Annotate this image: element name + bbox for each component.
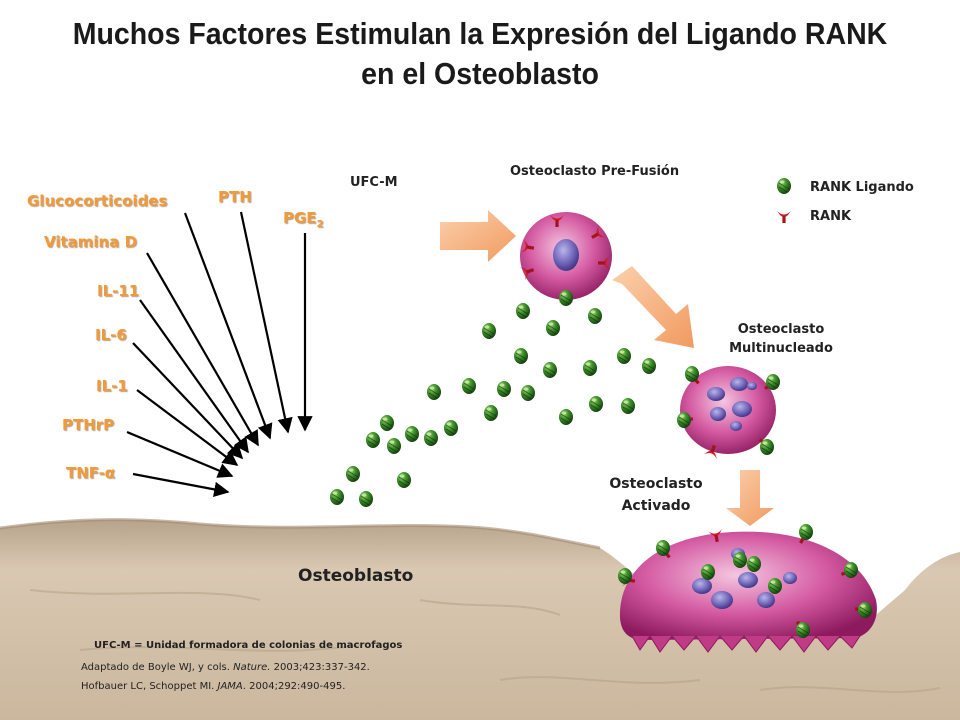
page-title: Muchos Factores Estimulan la Expresión d… <box>38 14 921 94</box>
arrow-ufc-to-prefusion <box>440 210 516 262</box>
arrow-prefusion-to-multinucleado <box>612 266 694 348</box>
title-line-1: Muchos Factores Estimulan la Expresión d… <box>72 16 888 51</box>
footnote-definition: UFC-M = Unidad formadora de colonias de … <box>94 640 403 651</box>
osteoclast-multinucleado <box>676 365 781 460</box>
label-ufc-m: UFC-M <box>350 175 398 190</box>
label-multinucleado-line1: Osteoclasto <box>737 322 825 337</box>
factor-tnf-alpha: TNF-α <box>66 464 116 482</box>
arrow-multinucleado-to-activado <box>726 470 774 526</box>
title-line-2: en el Osteoblasto <box>361 56 599 91</box>
footnote-ref-2: Hofbauer LC, Schoppet MI. JAMA. 2004;292… <box>81 681 345 692</box>
label-osteoclasto-multinucleado: Osteoclasto Multinucleado <box>716 322 846 356</box>
factor-il-6: IL-6 <box>95 326 127 344</box>
factor-pge2: PGE2 <box>283 209 324 230</box>
ref1-details: 2003;423:337-342. <box>270 662 370 673</box>
factor-il-11: IL-11 <box>97 282 140 300</box>
factor-pthrp: PTHrP <box>62 416 115 434</box>
label-osteoclasto-activado: Osteoclasto Activado <box>596 476 716 514</box>
label-multinucleado-line2: Multinucleado <box>729 341 833 356</box>
ref2-journal: JAMA <box>217 681 243 692</box>
label-activado-line1: Osteoclasto <box>609 476 703 492</box>
ref1-authors: Adaptado de Boyle WJ, y cols. <box>81 662 234 673</box>
osteoclast-activado <box>617 523 877 653</box>
legend-rank-label: RANK <box>810 209 852 224</box>
legend-rank-ligando-label: RANK Ligando <box>810 180 914 195</box>
label-activado-line2: Activado <box>621 498 691 514</box>
ref1-journal: Nature. <box>233 662 271 673</box>
osteoclast-pre-fusion <box>519 212 612 307</box>
factor-pge2-main: PGE <box>283 209 317 227</box>
legend-rank-icon <box>777 211 791 223</box>
factor-pth: PTH <box>218 188 252 206</box>
factor-il-1: IL-1 <box>96 377 128 395</box>
ref2-details: . 2004;292:490-495. <box>242 681 346 692</box>
osteoblast-layer <box>0 519 960 720</box>
factor-pge2-sub: 2 <box>316 219 324 230</box>
footnote-ref-1: Adaptado de Boyle WJ, y cols. Nature. 20… <box>81 662 370 673</box>
label-osteoclasto-pre-fusion: Osteoclasto Pre-Fusión <box>510 164 680 179</box>
factor-vitamina-d: Vitamina D <box>44 233 138 251</box>
label-osteoblasto: Osteoblasto <box>298 566 414 586</box>
factor-arrows <box>126 211 313 497</box>
factor-glucocorticoides: Glucocorticoides <box>27 192 168 210</box>
ref2-authors: Hofbauer LC, Schoppet MI. <box>81 681 218 692</box>
legend-rank-ligando-icon <box>776 177 792 195</box>
